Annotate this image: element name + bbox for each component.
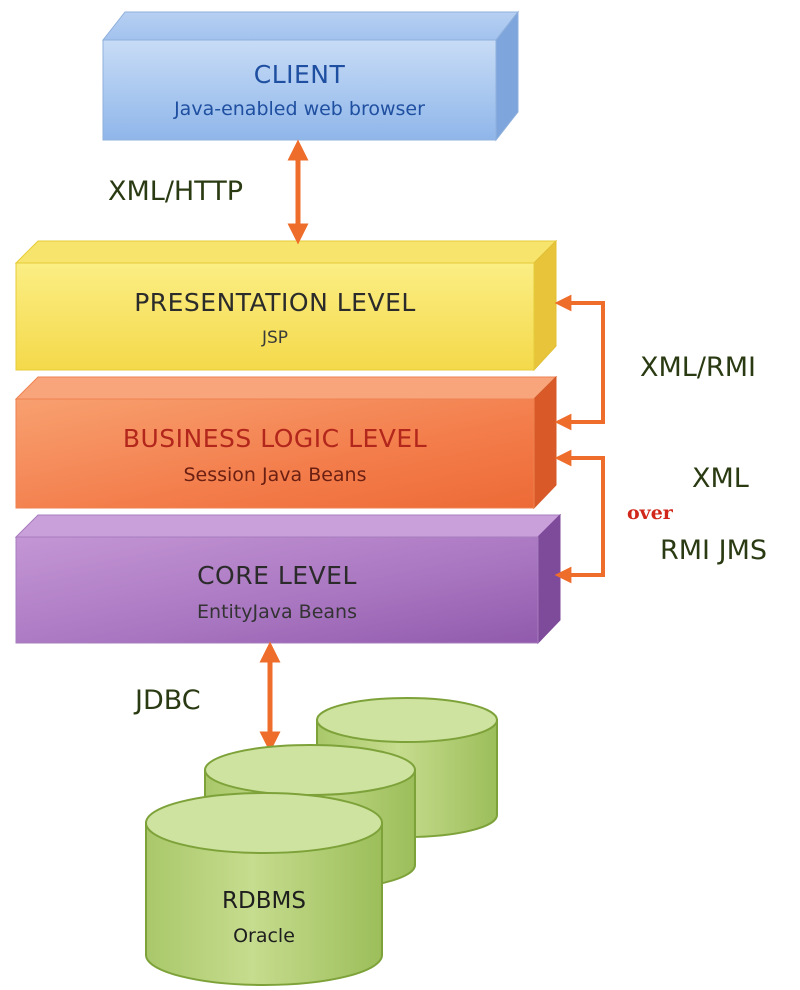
presentation-level-box	[14, 239, 558, 372]
presentation-level-subtitle: JSP	[261, 328, 289, 348]
presentation-level-title: PRESENTATION LEVEL	[134, 288, 416, 317]
business-logic-level-title: BUSINESS LOGIC LEVEL	[122, 424, 428, 453]
database-subtitle: Oracle	[233, 925, 295, 947]
connector-label-over: over	[627, 502, 673, 524]
core-level-title: CORE LEVEL	[197, 561, 357, 590]
database-cylinder-icon	[145, 792, 383, 986]
client-box	[101, 10, 520, 142]
core-level-box	[14, 513, 562, 645]
client-subtitle: Java-enabled web browser	[174, 98, 425, 120]
database-title: RDBMS	[222, 888, 306, 914]
business-logic-level-subtitle: Session Java Beans	[183, 464, 367, 486]
connector-label-jdbc: JDBC	[135, 685, 201, 716]
core-level-subtitle: EntityJava Beans	[197, 601, 357, 623]
connector-label-xml-http: XML/HTTP	[108, 176, 244, 207]
connector-label-xml: XML	[692, 463, 749, 494]
business-logic-level-box	[14, 375, 558, 510]
connector-label-rmi-jms: RMI JMS	[660, 535, 767, 566]
connector-label-xml-rmi: XML/RMI	[640, 352, 756, 383]
client-title: CLIENT	[253, 60, 346, 89]
bracket-arrow-icon	[554, 294, 605, 431]
bracket-arrow-icon	[554, 449, 605, 584]
